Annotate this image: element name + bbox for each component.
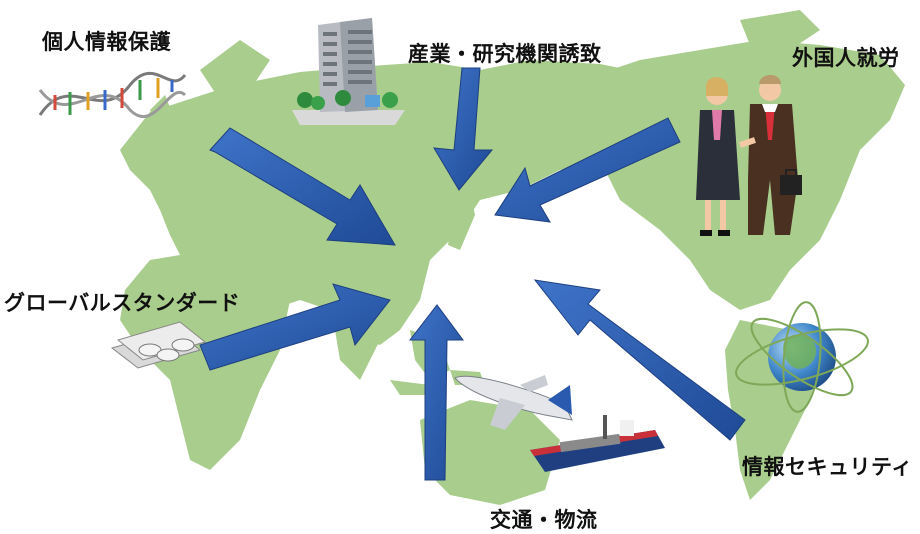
- arrow-transport: [408, 304, 464, 481]
- money-icon: [110, 321, 207, 369]
- label-info-security: 情報セキュリティ: [742, 455, 913, 479]
- label-foreign-workers: 外国人就労: [792, 46, 900, 70]
- dna-icon: [38, 71, 187, 119]
- globe-icon: [735, 301, 869, 413]
- building-icon: [292, 18, 405, 125]
- label-privacy: 個人情報保護: [42, 30, 171, 54]
- arrows: [199, 67, 746, 481]
- arrow-standard: [199, 283, 391, 371]
- cargo-ship-icon: [530, 415, 665, 472]
- airplane-icon: [454, 375, 573, 430]
- arrow-industry: [433, 67, 494, 191]
- arrow-security: [533, 279, 746, 441]
- label-industry: 産業・研究機関誘致: [408, 42, 602, 66]
- arrow-privacy: [209, 127, 396, 246]
- label-transport: 交通・物流: [490, 508, 598, 532]
- business-people-icon: [696, 75, 802, 236]
- world-map: [120, 10, 905, 505]
- arrow-foreign: [494, 117, 681, 223]
- label-global-standard: グローバルスタンダード: [4, 291, 241, 315]
